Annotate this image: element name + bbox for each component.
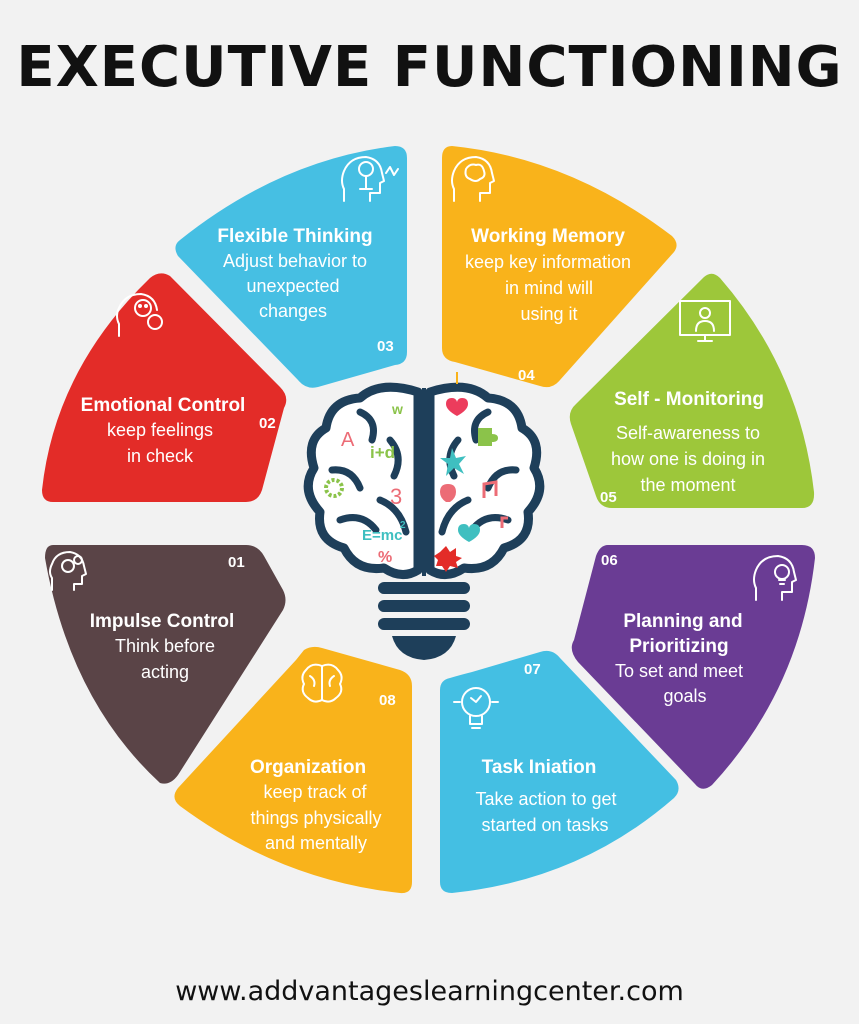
segment-number: 03: [377, 338, 394, 355]
segment-title: Task Iniation: [482, 757, 597, 778]
segment-shape: [42, 273, 287, 502]
segment-desc-line: and mentally: [265, 833, 367, 853]
doodle-percent: %: [378, 549, 392, 566]
segment-title: Impulse Control: [90, 611, 235, 632]
segment-desc-line: keep feelings: [107, 420, 213, 440]
segment-02-emotional-control: Emotional Control 02 keep feelings in ch…: [42, 273, 287, 502]
doodle-emc-exponent: 2: [400, 520, 406, 531]
segment-desc-line: things physically: [250, 808, 381, 828]
doodle-star-icon: [440, 448, 466, 476]
segment-desc-line: Self-awareness to: [616, 423, 760, 443]
brain-right-hemisphere: [425, 382, 545, 579]
segment-desc-line: in mind will: [505, 278, 593, 298]
brain-lightbulb-illustration: A w i+d 3 E=mc 2 %: [303, 372, 545, 660]
segment-title: Organization: [250, 757, 366, 778]
brain-left-hemisphere: [303, 382, 423, 579]
segment-title: Working Memory: [471, 226, 625, 247]
doodle-letter-a: A: [341, 429, 355, 451]
segment-07-task-initiation: 07 Task Iniation Take action to get star…: [440, 650, 679, 893]
segment-01-impulse-control: 01 Impulse Control Think before acting: [45, 545, 286, 784]
doodle-letter-w: w: [391, 401, 403, 417]
monitor-person-icon: [679, 300, 731, 342]
doodle-formula-id: i+d: [370, 443, 395, 462]
segment-desc-line: using it: [520, 304, 577, 324]
segment-title-line2: Prioritizing: [629, 636, 728, 657]
doodle-gear: [324, 478, 344, 498]
page-title: EXECUTIVE FUNCTIONING: [16, 35, 843, 100]
brain-icon: [301, 663, 343, 703]
doodle-bulb-icon: [440, 484, 456, 502]
segment-desc-line: unexpected: [246, 276, 339, 296]
segment-shape: [440, 650, 679, 893]
doodle-burst-icon: [434, 546, 462, 572]
segment-number: 07: [524, 661, 541, 678]
segment-desc-line: keep track of: [263, 782, 367, 802]
doodle-heart-icon: [446, 398, 468, 416]
segment-desc-line: keep key information: [465, 252, 631, 272]
brain-head-icon: [451, 156, 495, 202]
segment-shape: [174, 646, 412, 894]
segment-number: 06: [601, 552, 618, 569]
segment-desc-line: Adjust behavior to: [223, 251, 367, 271]
head-lightbulb-icon: [753, 555, 797, 601]
segment-shape: [45, 545, 286, 784]
circuit-bulb-icon: [453, 687, 499, 729]
segment-08-organization: 08 Organization keep track of things phy…: [174, 646, 412, 894]
segment-number: 01: [228, 554, 245, 571]
segment-shape: [175, 146, 407, 388]
segment-number: 08: [379, 692, 396, 709]
head-target-icon: [341, 156, 399, 202]
segment-shape: [569, 273, 815, 508]
doodle-number-3: 3: [390, 484, 402, 509]
segment-desc-line: goals: [663, 686, 706, 706]
doodle-emc: E=mc: [362, 527, 402, 544]
bulb-base: [378, 582, 470, 660]
segment-desc-line: Think before: [115, 636, 215, 656]
segment-shape: [571, 545, 815, 789]
doodle-music-note-icon: [482, 480, 498, 498]
segment-desc-line: started on tasks: [481, 815, 608, 835]
brain-left-doodles: A w i+d 3 E=mc 2 %: [324, 401, 406, 566]
segment-number: 02: [259, 415, 276, 432]
segment-number: 05: [600, 489, 617, 506]
segment-title: Flexible Thinking: [217, 226, 372, 247]
segment-06-planning-prioritizing: 06 Planning and Prioritizing To set and …: [571, 545, 815, 789]
gear-head-icon: [49, 551, 87, 591]
emotion-faces-icon: [116, 293, 163, 337]
segment-desc-line: Take action to get: [475, 789, 616, 809]
segment-05-self-monitoring: Self - Monitoring Self-awareness to how …: [569, 273, 815, 508]
segment-03-flexible-thinking: Flexible Thinking Adjust behavior to une…: [175, 146, 407, 388]
doodle-puzzle-icon: [478, 428, 498, 446]
segment-desc-line: how one is doing in: [611, 449, 765, 469]
segment-desc-line: in check: [127, 446, 194, 466]
footer-website-url[interactable]: www.addvantageslearningcenter.com: [175, 976, 684, 1007]
segment-desc-line: changes: [259, 301, 327, 321]
segment-04-working-memory: Working Memory keep key information in m…: [442, 146, 677, 388]
brain-right-doodles: [434, 398, 508, 572]
segment-shape: [442, 146, 677, 388]
segment-desc-line: the moment: [640, 475, 735, 495]
segment-desc-line: acting: [141, 662, 189, 682]
segment-title: Emotional Control: [81, 395, 246, 416]
segment-title: Self - Monitoring: [614, 389, 764, 410]
segment-title: Planning and: [623, 611, 742, 632]
segment-number: 04: [518, 367, 535, 384]
doodle-heart-small-icon: [458, 524, 480, 542]
doodle-music-note-small-icon: [500, 516, 508, 528]
segment-desc-line: To set and meet: [615, 661, 743, 681]
